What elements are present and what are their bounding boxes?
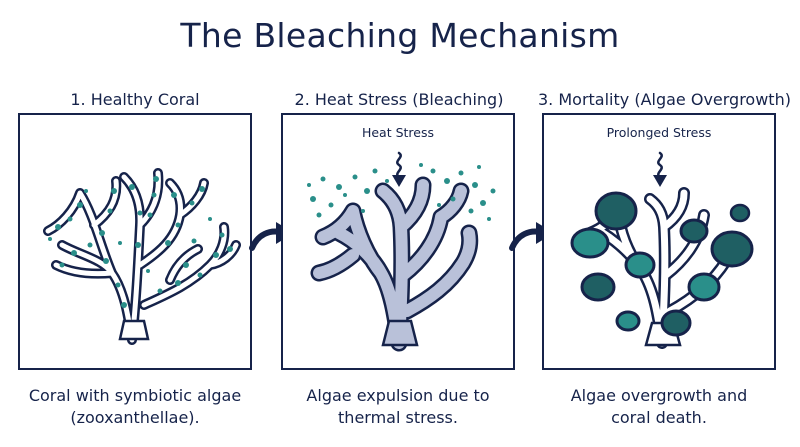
panel-mortality: Prolonged Stress	[542, 113, 776, 370]
caption-bleaching: Algae expulsion due to thermal stress.	[281, 385, 515, 429]
caption-line: Algae expulsion due to	[306, 386, 490, 405]
diagram-title: The Bleaching Mechanism	[180, 16, 620, 55]
caption-line: thermal stress.	[338, 408, 458, 427]
healthy-coral-illustration	[43, 168, 241, 345]
prolonged-stress-label: Prolonged Stress	[606, 125, 712, 140]
caption-healthy: Coral with symbiotic algae (zooxanthella…	[18, 385, 252, 429]
algae-overgrowth	[570, 191, 754, 337]
caption-mortality: Algae overgrowth and coral death.	[542, 385, 776, 429]
caption-line: (zooxanthellae).	[70, 408, 200, 427]
panel-heat-stress: Heat Stress	[281, 113, 515, 370]
bleached-coral-illustration	[307, 151, 496, 352]
down-arrow-icon	[653, 175, 667, 187]
panel-heading-healthy: 1. Healthy Coral	[70, 90, 200, 109]
panel-heading-bleaching: 2. Heat Stress (Bleaching)	[294, 90, 504, 109]
dead-coral-illustration	[570, 151, 754, 349]
caption-line: coral death.	[611, 408, 707, 427]
down-arrow-icon	[392, 175, 406, 187]
panel-heading-mortality: 3. Mortality (Algae Overgrowth)	[538, 90, 791, 109]
caption-line: Algae overgrowth and	[570, 386, 748, 405]
heat-stress-label: Heat Stress	[361, 125, 435, 140]
caption-line: Coral with symbiotic algae	[28, 386, 242, 405]
panel-healthy-coral	[18, 113, 252, 370]
